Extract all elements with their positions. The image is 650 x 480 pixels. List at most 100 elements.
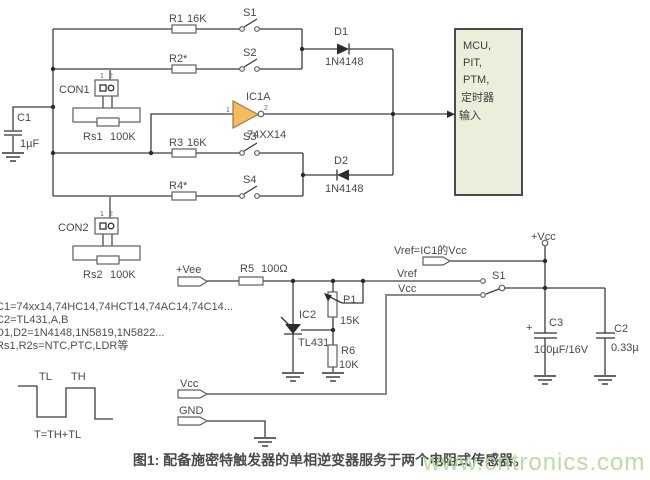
note-line-4: Rs1,R2s=NTC,PTC,LDR等	[0, 338, 128, 352]
con2-ref: CON2	[58, 222, 89, 234]
s3-label: S3	[243, 131, 256, 143]
r5-ref: R5	[240, 263, 254, 275]
con1-ref: CON1	[59, 84, 90, 96]
vcc-flag-label: Vcc	[180, 378, 199, 390]
ground-symbol	[282, 372, 304, 382]
mcu-line-2: PIT,	[463, 57, 482, 69]
diode-d1: D1 1N4148	[325, 26, 364, 68]
potentiometer-p1[interactable]: P1 15K	[324, 291, 360, 327]
r4-ref: R4*	[169, 180, 188, 192]
capacitor-c2: C2 0.33µ	[596, 323, 639, 354]
resistor-r4: R4*	[169, 180, 197, 201]
connector-con1: 1 2 CON1	[59, 73, 119, 97]
connector-con2: 1 2 CON2	[58, 211, 119, 235]
shunt-regulator-ic2: IC2 TL431	[280, 309, 329, 349]
switch-s4[interactable]: S4	[239, 174, 260, 199]
port-vcc: Vcc	[177, 378, 209, 399]
waveform-th-label: TH	[71, 371, 86, 383]
port-vref-eq: Vref=IC1的Vcc	[394, 243, 467, 266]
d2-ref: D2	[334, 155, 348, 167]
rs1-value: 100K	[110, 131, 136, 143]
switch-s1[interactable]: S1	[239, 7, 260, 32]
c1-ref: C1	[17, 112, 31, 124]
ic1a-pin-in: 1	[226, 107, 230, 114]
ground-symbol	[534, 375, 556, 385]
port-vee: +Vee	[176, 264, 209, 287]
waveform-diagram: TL TH T=TH+TL	[18, 371, 113, 441]
junction-dots	[50, 46, 548, 333]
rs2-value: 100K	[110, 269, 136, 281]
capacitor-c1: C1 1µF	[4, 112, 39, 150]
s4-label: S4	[243, 174, 256, 186]
r1-value: 16K	[187, 13, 207, 25]
note-line-1: C1=74xx14,74HC14,74HCT14,74AC14,74C14...	[0, 301, 233, 313]
resistor-r3: R3 16K	[169, 137, 207, 158]
r5-value: 100Ω	[261, 263, 288, 275]
note-line-3: D1,D2=1N4148,1N5819,1N5822...	[0, 327, 164, 339]
ic1a-value: 74XX14	[247, 129, 286, 141]
switch-s1-select[interactable]: S1	[480, 270, 506, 298]
d1-ref: D1	[334, 26, 348, 38]
figure-caption: 图1: 配备施密特触发器的单相逆变器服务于两个电阻式传感器。	[133, 452, 527, 468]
rs1-ref: Rs1	[83, 131, 103, 143]
c3-ref: C3	[549, 317, 563, 329]
ground-symbol	[2, 152, 24, 162]
resistor-r5: R5 100Ω	[238, 263, 288, 286]
mcu-line-4: 定时器	[461, 90, 494, 104]
d2-value: 1N4148	[325, 183, 364, 195]
resistor-r2: R2*	[169, 53, 197, 74]
ground-symbol	[254, 437, 276, 447]
notes-block: C1=74xx14,74HC14,74HCT14,74AC14,74C14...…	[0, 301, 233, 352]
con1-pin1: 1	[100, 73, 104, 80]
p1-ref: P1	[343, 294, 356, 306]
wires-gray-runs	[102, 69, 480, 395]
c3-value: 100µF/16V	[534, 344, 589, 356]
s1-label: S1	[243, 7, 256, 19]
r3-ref: R3	[169, 137, 183, 149]
gnd-flag-label: GND	[179, 405, 204, 417]
vref-wire-label: Vref	[397, 268, 418, 280]
diode-d2: D2 1N4148	[325, 155, 364, 195]
port-gnd: GND	[177, 405, 209, 426]
d1-value: 1N4148	[325, 56, 364, 68]
mcu-block: MCU, PIT, PTM, 定时器 输入	[447, 28, 523, 196]
s1-select-label: S1	[492, 270, 505, 282]
ic1a-pin-out: 2	[264, 105, 268, 112]
terminal-plus-vcc: +Vcc	[531, 231, 556, 247]
con2-pin1: 1	[100, 211, 104, 218]
con2-pin2: 2	[109, 211, 113, 218]
inverter-ic1a: IC1A 74XX14 1 2	[226, 91, 286, 141]
ic1a-ref: IC1A	[246, 91, 271, 103]
r1-ref: R1	[169, 13, 183, 25]
mcu-line-3: PTM,	[463, 74, 489, 86]
note-line-2: C2=TL431,A,B	[0, 314, 68, 326]
vcc-wire-label: Vcc	[398, 283, 417, 295]
s2-label: S2	[243, 47, 256, 59]
ic2-value: TL431	[298, 337, 329, 349]
c3-polarity: +	[526, 322, 532, 334]
vref-eq-label: Vref=IC1的Vcc	[394, 243, 467, 257]
p1-value: 15K	[340, 315, 360, 327]
waveform-formula: T=TH+TL	[34, 429, 81, 441]
ic2-ref: IC2	[299, 309, 316, 321]
con1-pin2: 2	[109, 73, 113, 80]
r6-value: 10K	[339, 359, 359, 371]
sensor-rs2: Rs2 100K	[72, 245, 141, 281]
c2-value: 0.33µ	[611, 342, 639, 354]
r6-ref: R6	[341, 345, 355, 357]
rs2-ref: Rs2	[83, 269, 103, 281]
switch-s2[interactable]: S2	[239, 47, 260, 72]
switch-s3[interactable]: S3	[239, 131, 260, 156]
vee-label: +Vee	[176, 264, 201, 276]
r3-value: 16K	[187, 137, 207, 149]
c1-value: 1µF	[20, 138, 39, 150]
capacitor-c3: + C3 100µF/16V	[526, 317, 589, 356]
plus-vcc-label: +Vcc	[531, 231, 556, 243]
mcu-input-label: 输入	[459, 108, 481, 122]
waveform-tl-label: TL	[39, 371, 52, 383]
sensor-rs1: Rs1 100K	[72, 107, 141, 143]
resistor-r6: R6 10K	[327, 344, 359, 371]
c2-ref: C2	[614, 323, 628, 335]
